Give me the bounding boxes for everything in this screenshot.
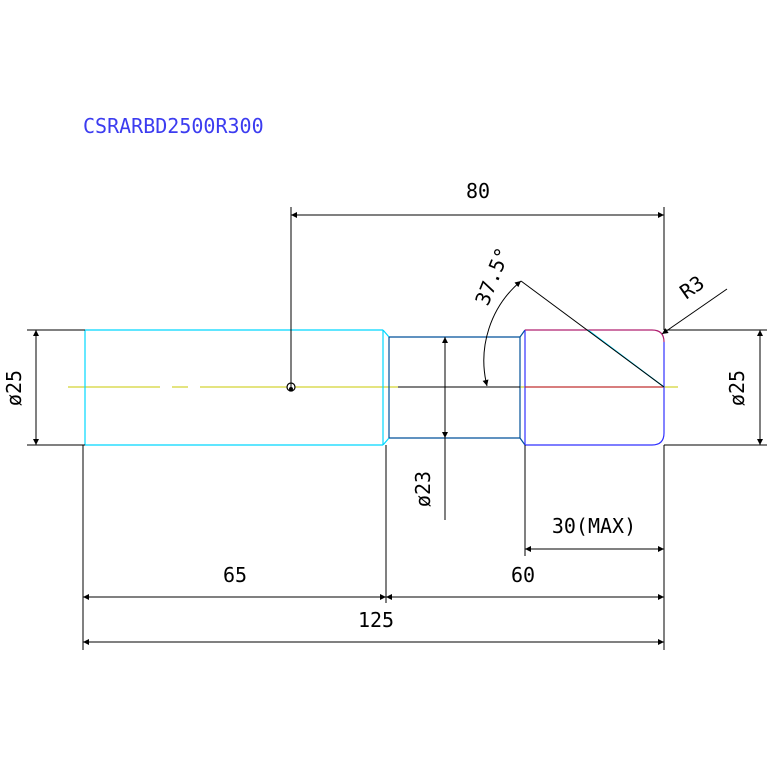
part-number-title: CSRARBD2500R300 <box>83 114 264 138</box>
dim-arc-angle <box>482 280 522 387</box>
dim-text-30max: 30(MAX) <box>552 514 636 538</box>
dim-text-radius: R3 <box>675 271 709 304</box>
dim-text-65: 65 <box>223 563 247 587</box>
head-outline <box>524 329 665 446</box>
dim-text-dia-left: ø25 <box>2 370 26 406</box>
dim-text-angle: 37.5° <box>470 244 515 309</box>
neck-outline <box>388 329 526 446</box>
dim-text-125: 125 <box>358 608 394 632</box>
shank-outline <box>84 329 390 446</box>
dimension-lines <box>33 212 763 645</box>
dim-text-60: 60 <box>511 563 535 587</box>
dim-text-dia-right: ø25 <box>725 370 749 406</box>
dim-leader-radius <box>661 288 728 335</box>
dim-text-80: 80 <box>466 179 490 203</box>
dim-text-dia-neck: ø23 <box>411 471 435 507</box>
extension-lines <box>27 207 767 650</box>
